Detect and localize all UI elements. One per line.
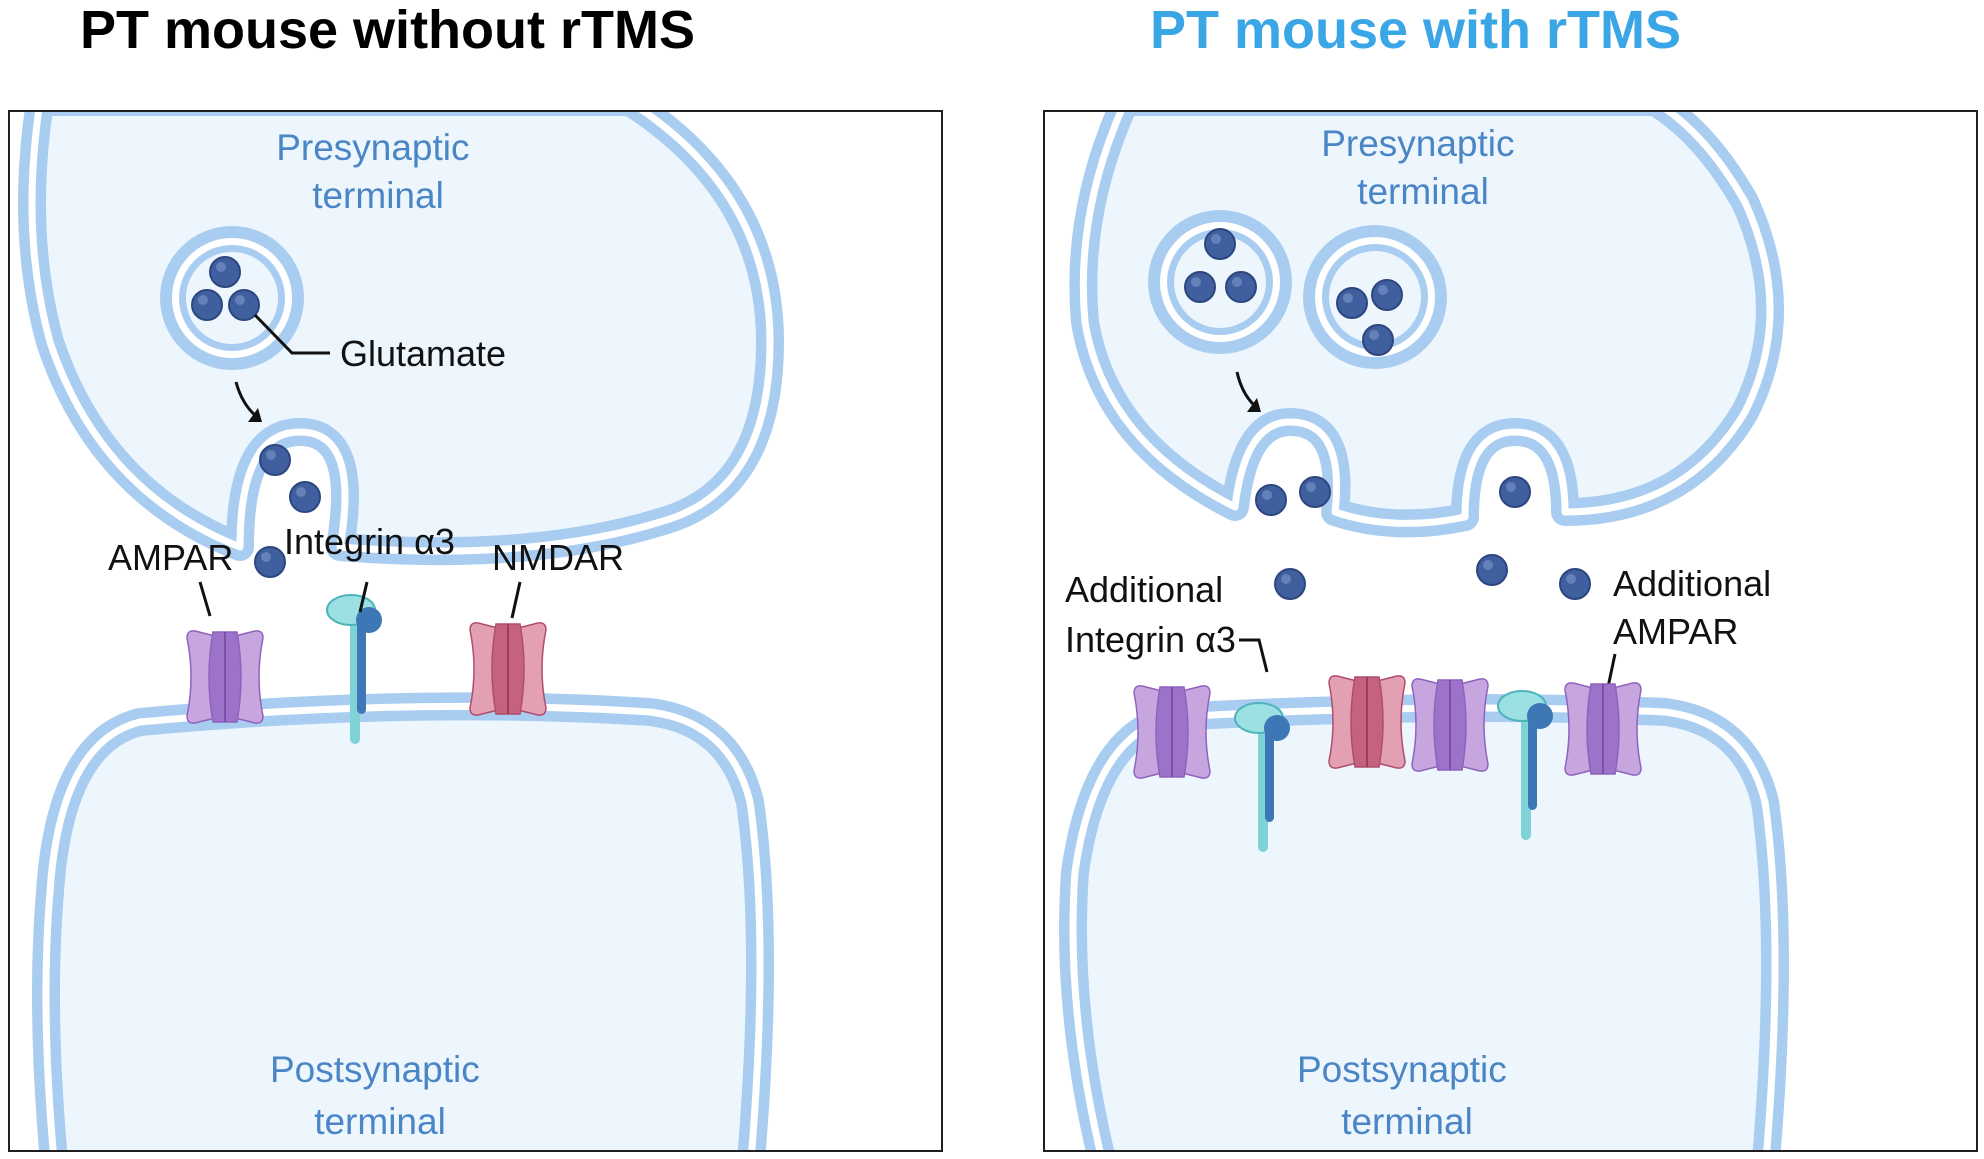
glutamate-molecule-icon <box>209 256 241 288</box>
ampa-receptor-icon <box>1133 684 1211 780</box>
glutamate-pointer-line <box>253 313 330 355</box>
additional-ampar-label: Additional AMPAR <box>1613 563 1781 652</box>
title-right: PT mouse with rTMS <box>1150 0 1682 60</box>
curved-arrow-icon <box>234 381 262 422</box>
nmda-receptor-icon <box>1328 674 1406 770</box>
postsynaptic-terminal-label: Postsynaptic terminal <box>270 1049 490 1142</box>
nmdar-pointer-line <box>510 581 522 619</box>
ampar-pointer-line <box>198 581 212 617</box>
ampa-receptor-icon <box>1411 677 1489 773</box>
additional-integrin-label: Additional Integrin α3 <box>1065 569 1236 660</box>
glutamate-molecule-icon <box>1204 228 1236 260</box>
ampa-receptor-icon <box>1564 681 1642 777</box>
glutamate-molecule-icon <box>191 289 223 321</box>
glutamate-molecule-icon <box>1274 568 1306 600</box>
panel-with-rtms: Presynaptic terminal Additional Integrin… <box>1043 110 1978 1152</box>
presynaptic-terminal-label: Presynaptic terminal <box>276 127 480 216</box>
glutamate-molecule-icon <box>1184 271 1216 303</box>
nmdar-label: NMDAR <box>492 537 624 578</box>
additional-integrin-pointer-line <box>1239 638 1269 673</box>
glutamate-molecule-icon <box>1225 271 1257 303</box>
glutamate-molecule-icon <box>1299 476 1331 508</box>
glutamate-molecule-icon <box>1499 476 1531 508</box>
glutamate-label: Glutamate <box>340 333 506 374</box>
glutamate-molecule-icon <box>1371 279 1403 311</box>
ampa-receptor-icon <box>186 629 264 725</box>
postsynaptic-terminal-label: Postsynaptic terminal <box>1297 1049 1517 1142</box>
glutamate-molecule-icon <box>1362 324 1394 356</box>
synapse-diagram-left: Glutamate Presynaptic terminal Postsynap… <box>18 112 784 1150</box>
integrin-pointer-line <box>358 581 369 613</box>
presynaptic-terminal-label: Presynaptic terminal <box>1321 123 1525 212</box>
glutamate-molecule-icon <box>289 481 321 513</box>
ampar-label: AMPAR <box>108 537 233 578</box>
nmda-receptor-icon <box>469 621 547 717</box>
synapse-diagram-right: Presynaptic terminal Additional Integrin… <box>1059 112 1789 1150</box>
title-left: PT mouse without rTMS <box>80 0 695 60</box>
glutamate-molecule-icon <box>1559 568 1591 600</box>
glutamate-molecule-icon <box>1476 554 1508 586</box>
panel-without-rtms: Glutamate Presynaptic terminal Postsynap… <box>8 110 943 1152</box>
glutamate-molecule-icon <box>1336 287 1368 319</box>
glutamate-molecule-icon <box>254 546 286 578</box>
curved-arrow-icon <box>1235 371 1261 412</box>
glutamate-molecule-icon <box>259 444 291 476</box>
integrin-label: Integrin α3 <box>284 521 455 562</box>
glutamate-molecule-icon <box>1255 484 1287 516</box>
